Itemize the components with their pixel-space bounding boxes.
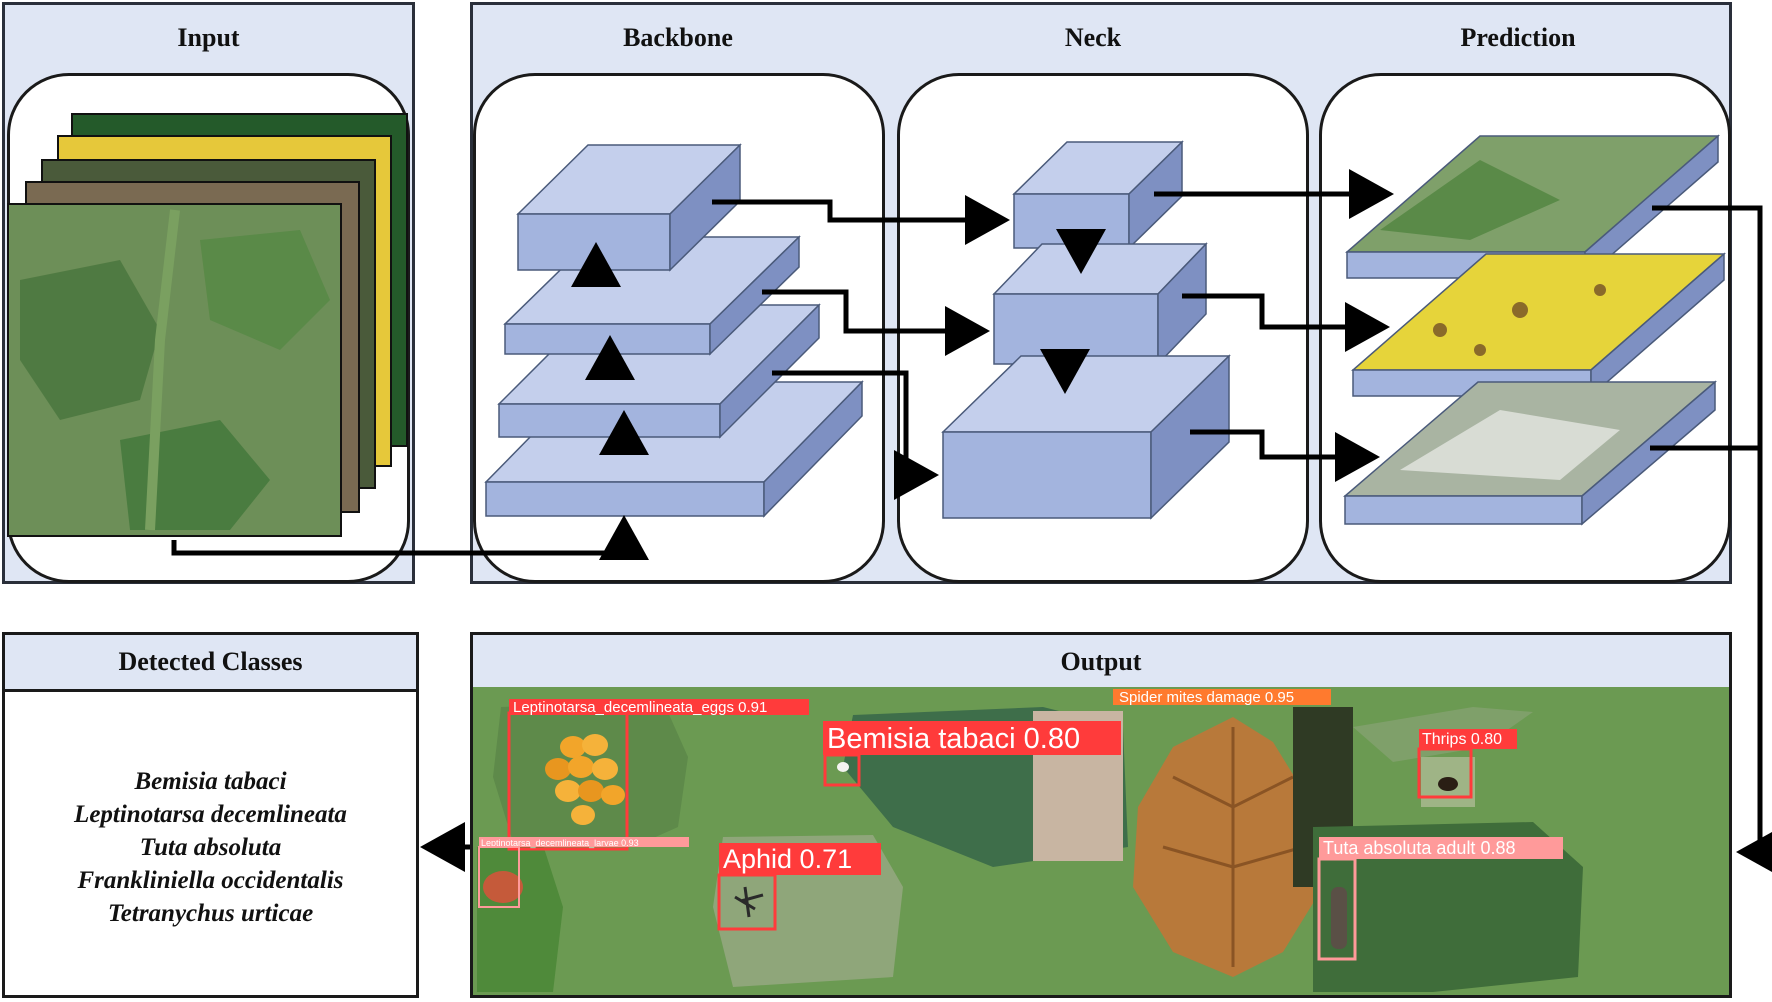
tuta-label: Tuta absoluta adult 0.88 — [1323, 838, 1515, 858]
tuta-bbox — [1317, 857, 1357, 961]
detected-classes-panel: Detected Classes Bemisia tabaci Leptinot… — [2, 632, 419, 998]
detected-classes-title: Detected Classes — [118, 647, 303, 676]
larva — [483, 871, 523, 903]
bemisia-insect — [837, 762, 849, 772]
eggs-label: Leptinotarsa_decemlineata_eggs 0.91 — [513, 699, 767, 716]
detected-classes-header: Detected Classes — [5, 635, 416, 692]
backbone-stage — [473, 73, 885, 583]
architecture-panel: Backbone Neck Prediction — [470, 2, 1732, 584]
spider-label-bg — [1113, 689, 1331, 705]
spider-leaf-vein — [1162, 727, 1304, 967]
input-panel: Input — [2, 2, 415, 584]
prediction-title: Prediction — [1460, 23, 1576, 52]
bemisia-bbox — [823, 753, 861, 787]
larvae-label-bg — [479, 837, 689, 847]
tuta-label-bg — [1319, 837, 1563, 859]
backbone-title: Backbone — [623, 23, 733, 52]
class-item: Tuta absoluta — [139, 834, 282, 861]
larvae-label: Leptinotarsa_decemlineata_larvae 0.93 — [481, 838, 639, 848]
class-list: Bemisia tabaci Leptinotarsa decemlineata… — [5, 765, 416, 930]
tuta-leaf-image — [1313, 822, 1583, 992]
bemisia-label-bg — [823, 721, 1121, 755]
larvae-bbox — [478, 846, 520, 908]
class-item: Leptinotarsa decemlineata — [74, 801, 347, 828]
neck-stage — [897, 73, 1309, 583]
tuta-insect — [1331, 887, 1347, 949]
thrips-insect — [1438, 777, 1458, 791]
output-title: Output — [1060, 647, 1142, 676]
aphid-label: Aphid 0.71 — [723, 844, 852, 874]
eggs-label-bg — [509, 699, 809, 715]
spider-label: Spider mites damage 0.95 — [1119, 689, 1294, 706]
output-panel: Output — [470, 632, 1732, 998]
prediction-stage — [1319, 73, 1731, 583]
class-item: Bemisia tabaci — [134, 768, 287, 795]
aphid-bbox — [717, 873, 777, 931]
thrips-label: Thrips 0.80 — [1422, 731, 1502, 748]
bemisia-label: Bemisia tabaci 0.80 — [827, 723, 1080, 755]
output-detection-mosaic: Leptinotarsa_decemlineata_eggs 0.91 Lept… — [473, 687, 1729, 995]
detection-mosaic-svg: Leptinotarsa_decemlineata_eggs 0.91 Lept… — [477, 689, 1583, 992]
eggs-cluster — [545, 734, 625, 825]
thrips-bbox — [1417, 747, 1473, 799]
thrips-label-bg — [1419, 729, 1517, 749]
input-stage — [7, 73, 410, 583]
output-header: Output — [473, 635, 1729, 690]
neck-title: Neck — [1064, 23, 1122, 52]
input-title: Input — [177, 23, 240, 52]
aphid-insect — [734, 886, 764, 918]
class-item: Tetranychus urticae — [107, 900, 314, 927]
class-item: Frankliniella occidentalis — [77, 867, 344, 894]
aphid-label-bg — [719, 843, 881, 875]
